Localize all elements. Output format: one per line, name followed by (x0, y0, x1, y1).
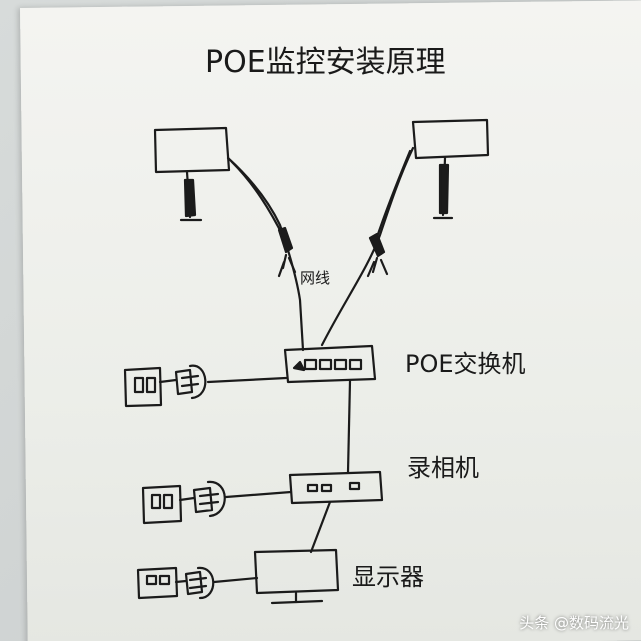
cable-left (226, 156, 305, 352)
link-recorder-monitor (309, 500, 332, 554)
poe-switch (283, 344, 377, 384)
power-outlet-1 (123, 364, 288, 408)
link-switch-recorder (346, 379, 352, 474)
recorder-label: 录相机 (407, 454, 479, 482)
cable-label: 网线 (300, 269, 330, 287)
diagram-title: POE监控安装原理 (205, 45, 446, 80)
poe-switch-label: POE交换机 (405, 350, 526, 378)
camera-right (411, 118, 490, 220)
power-outlet-3 (136, 566, 259, 600)
recorder-nvr (288, 470, 384, 505)
monitor-label: 显示器 (352, 563, 424, 591)
cable-right (320, 146, 415, 347)
camera-left (153, 126, 231, 222)
watermark-text: 头条 @数码流光 (519, 614, 629, 632)
power-outlet-2 (141, 480, 293, 525)
monitor-display (253, 548, 340, 605)
